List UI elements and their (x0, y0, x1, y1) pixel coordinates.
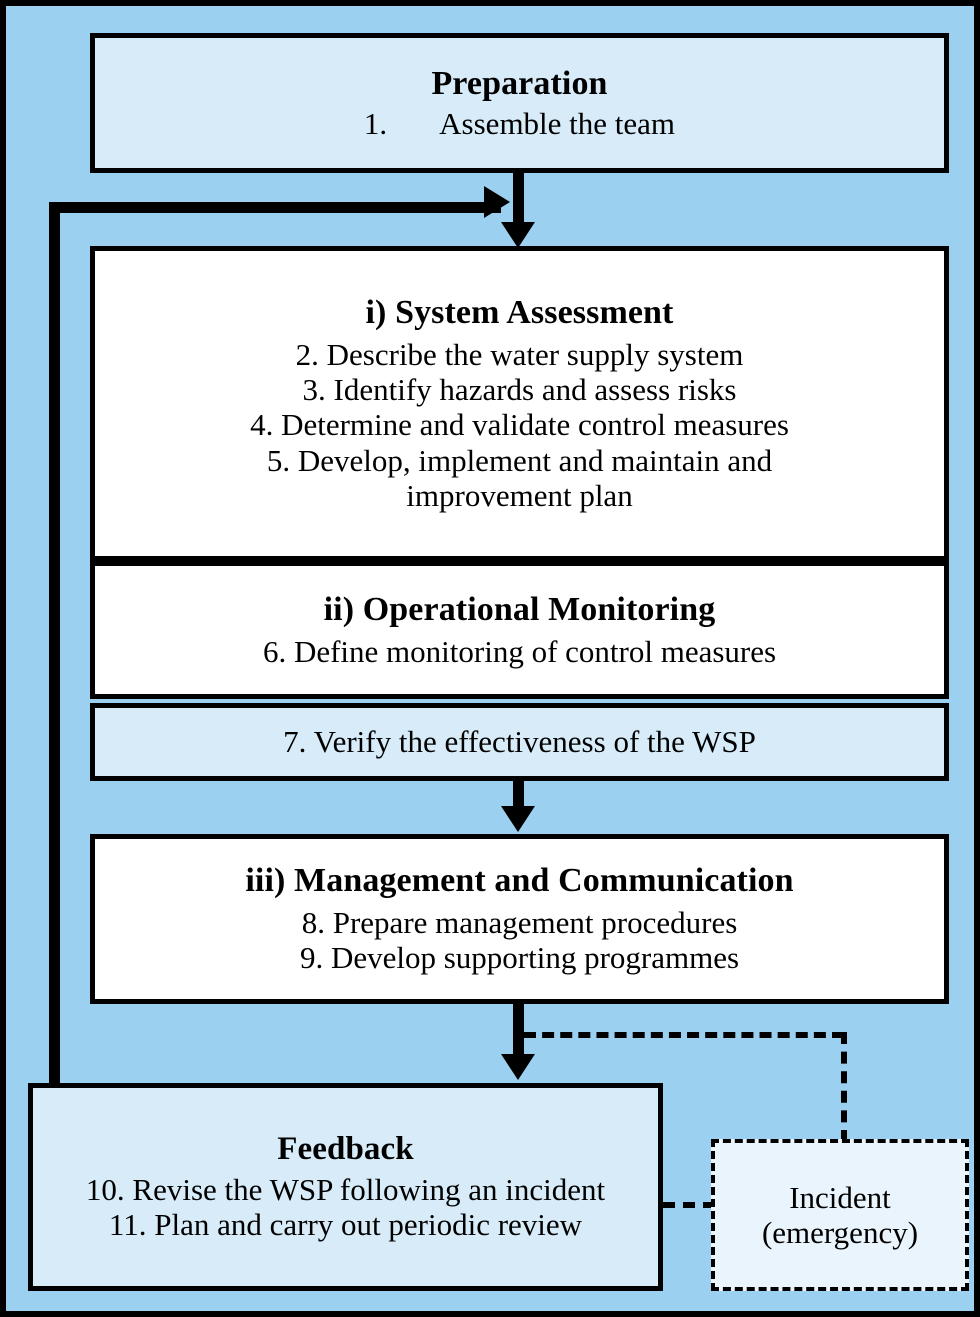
preparation-step-1-number: 1. (363, 105, 388, 141)
management-communication-box: iii) Management and Communication 8. Pre… (90, 834, 949, 1004)
feedback-box: Feedback 10. Revise the WSP following an… (28, 1083, 663, 1291)
verification-to-management-arrowhead (501, 806, 535, 832)
system-assessment-step-4: 4. Determine and validate control measur… (250, 407, 789, 443)
preparation-to-assessment-arrowhead (501, 222, 535, 248)
verification-to-management-line (513, 781, 524, 813)
preparation-box: Preparation 1. Assemble the team (90, 33, 949, 173)
system-assessment-box: i) System Assessment 2. Describe the wat… (90, 246, 949, 561)
feedback-step-11: 11. Plan and carry out periodic review (108, 1207, 583, 1243)
system-assessment-step-5: 5. Develop, implement and maintain and i… (266, 442, 773, 513)
verification-box: 7. Verify the effectiveness of the WSP (90, 703, 949, 781)
feedback-loop-arrowhead (484, 186, 510, 218)
feedback-heading: Feedback (277, 1131, 414, 1168)
feedback-loop-vertical (49, 202, 60, 1088)
incident-label-line1: Incident (789, 1179, 891, 1215)
incident-branch-vertical (841, 1032, 847, 1142)
system-assessment-heading: i) System Assessment (365, 293, 674, 331)
incident-box: Incident (emergency) (711, 1139, 969, 1291)
operational-monitoring-box: ii) Operational Monitoring 6. Define mon… (90, 561, 949, 699)
incident-label-line2: (emergency) (761, 1215, 919, 1250)
management-communication-step-9: 9. Develop supporting programmes (299, 940, 740, 976)
preparation-step-1: 1. Assemble the team (364, 106, 675, 141)
verification-step-7: 7. Verify the effectiveness of the WSP (283, 724, 756, 760)
feedback-step-10: 10. Revise the WSP following an incident (85, 1171, 606, 1207)
management-communication-step-8: 8. Prepare management procedures (301, 905, 738, 941)
management-to-feedback-line (513, 1004, 524, 1060)
operational-monitoring-step-6: 6. Define monitoring of control measures (262, 633, 777, 669)
system-assessment-step-2: 2. Describe the water supply system (295, 336, 744, 372)
preparation-step-1-text: Assemble the team (439, 105, 676, 141)
preparation-to-assessment-line (513, 173, 524, 231)
incident-to-feedback-connector (663, 1202, 715, 1208)
management-to-feedback-arrowhead (501, 1054, 535, 1080)
management-communication-heading: iii) Management and Communication (245, 862, 794, 900)
operational-monitoring-heading: ii) Operational Monitoring (323, 590, 716, 628)
feedback-loop-horizontal (49, 202, 501, 213)
preparation-heading: Preparation (431, 64, 608, 102)
system-assessment-step-3: 3. Identify hazards and assess risks (302, 371, 737, 407)
incident-branch-horizontal (524, 1032, 844, 1038)
